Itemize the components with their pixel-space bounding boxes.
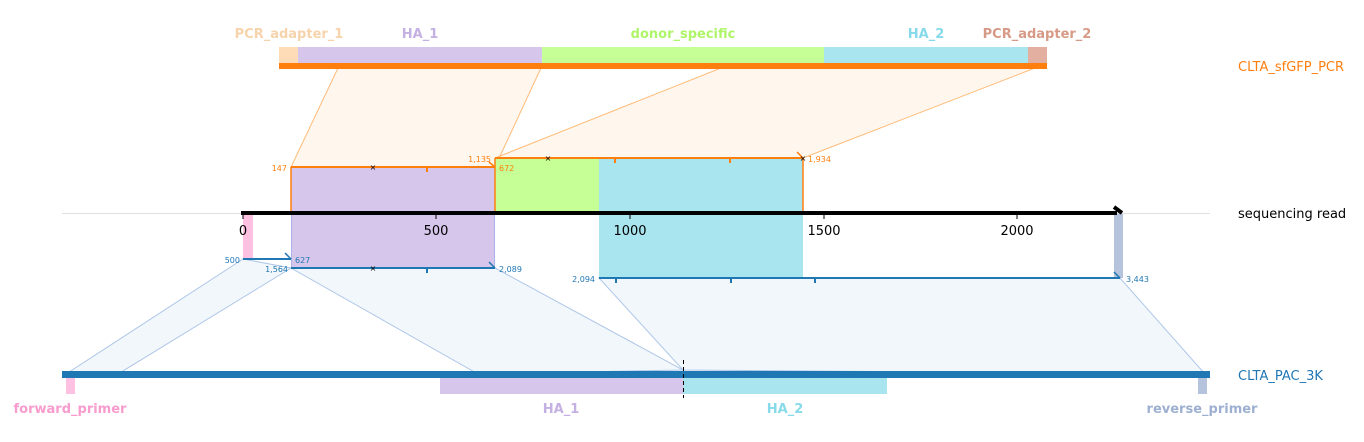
bottom-feature-label-ha-2: HA_2: [767, 402, 804, 417]
read-box-donor-specific: [495, 158, 599, 213]
read-tick-label: 1000: [613, 224, 646, 239]
bottom-alignment-segment-1-arrow: [284, 252, 292, 260]
bottom-feature-forward-primer: [66, 374, 75, 394]
top-connector-2: [494, 67, 1036, 159]
top-alignment-label-1934: 1,934: [808, 155, 831, 164]
top-feature-pcr-adapter-2: [1028, 47, 1047, 65]
top-feature-label-pcr-adapter-1: PCR_adapter_1: [235, 27, 344, 42]
bottom-reference-name: CLTA_PAC_3K: [1238, 369, 1323, 384]
bottom-reference-bar: [62, 371, 1210, 378]
read-axis-arrowhead: [1112, 205, 1124, 215]
top-feature-pcr-adapter-1: [279, 47, 298, 65]
bottom-alignment-label-3443: 3,443: [1126, 275, 1149, 284]
read-tick-label: 500: [424, 224, 449, 239]
bottom-alignment-label-500: 500: [225, 256, 240, 265]
read-axis: 0 500 1000 1500 2000 sequencing read: [62, 205, 1346, 239]
bottom-feature-label-forward-primer: forward_primer: [14, 402, 128, 417]
read-tick-label: 0: [239, 224, 247, 239]
bottom-alignment-label-1564: 1,564: [265, 265, 288, 274]
bottom-feature-label-reverse-primer: reverse_primer: [1147, 402, 1259, 417]
top-alignment-mismatch-mark: ×: [370, 163, 377, 172]
read-tick-label: 2000: [1000, 224, 1033, 239]
read-box-reverse-primer: [1114, 213, 1123, 278]
bottom-alignment-segment-2-arrow: [488, 261, 496, 269]
bottom-alignment-segment-3-arrow: [1113, 271, 1121, 279]
bottom-alignment-mismatch-mark: ×: [370, 264, 377, 273]
read-name: sequencing read: [1238, 207, 1346, 222]
top-alignment-mismatch-mark: ×: [800, 154, 807, 163]
read-box-ha-2: [599, 158, 803, 278]
bottom-alignment-label-627: 627: [295, 256, 310, 265]
read-box-forward-primer: [243, 213, 253, 259]
bottom-feature-ha-1: [440, 374, 683, 394]
read-box-ha-1: [291, 167, 495, 268]
bottom-feature-ha-2: [683, 374, 887, 394]
top-feature-donor-specific: [542, 47, 824, 65]
bottom-feature-label-ha-1: HA_1: [543, 402, 580, 417]
top-reference-bar: [279, 63, 1047, 69]
bottom-feature-reverse-primer: [1198, 374, 1207, 394]
read-tick-label: 1500: [807, 224, 840, 239]
bottom-connector-1: [64, 258, 293, 375]
bottom-alignment-label-2089: 2,089: [499, 265, 522, 274]
top-connector-1: [290, 67, 542, 168]
top-feature-ha-2: [824, 47, 1028, 65]
bottom-connector-3: [597, 277, 1207, 375]
top-feature-label-pcr-adapter-2: PCR_adapter_2: [983, 27, 1092, 42]
top-alignment-label-1135: 1,135: [468, 155, 491, 164]
top-alignment: × × × 147 672 1,135 1,934: [272, 151, 831, 213]
top-feature-label-ha-2: HA_2: [908, 27, 945, 42]
top-reference: PCR_adapter_1 HA_1 donor_specific HA_2 P…: [235, 27, 1344, 75]
top-alignment-label-147: 147: [272, 164, 287, 173]
bottom-alignment: × 500 627 1,564 2,089 2,094 3,443: [225, 252, 1149, 284]
read-feature-boxes: [243, 158, 1123, 278]
top-alignment-label-672: 672: [499, 164, 514, 173]
top-feature-label-donor-specific: donor_specific: [631, 27, 736, 42]
bottom-reference: forward_primer HA_1 HA_2 reverse_primer …: [14, 360, 1323, 417]
top-feature-ha-1: [298, 47, 542, 65]
top-alignment-segment-1-arrow: [488, 161, 496, 168]
bottom-alignment-label-2094: 2,094: [572, 275, 595, 284]
top-alignment-segment-2-arrow: [796, 151, 804, 159]
top-alignment-mismatch-mark: ×: [545, 154, 552, 163]
top-reference-name: CLTA_sfGFP_PCR: [1238, 60, 1344, 75]
top-feature-label-ha-1: HA_1: [402, 27, 439, 42]
